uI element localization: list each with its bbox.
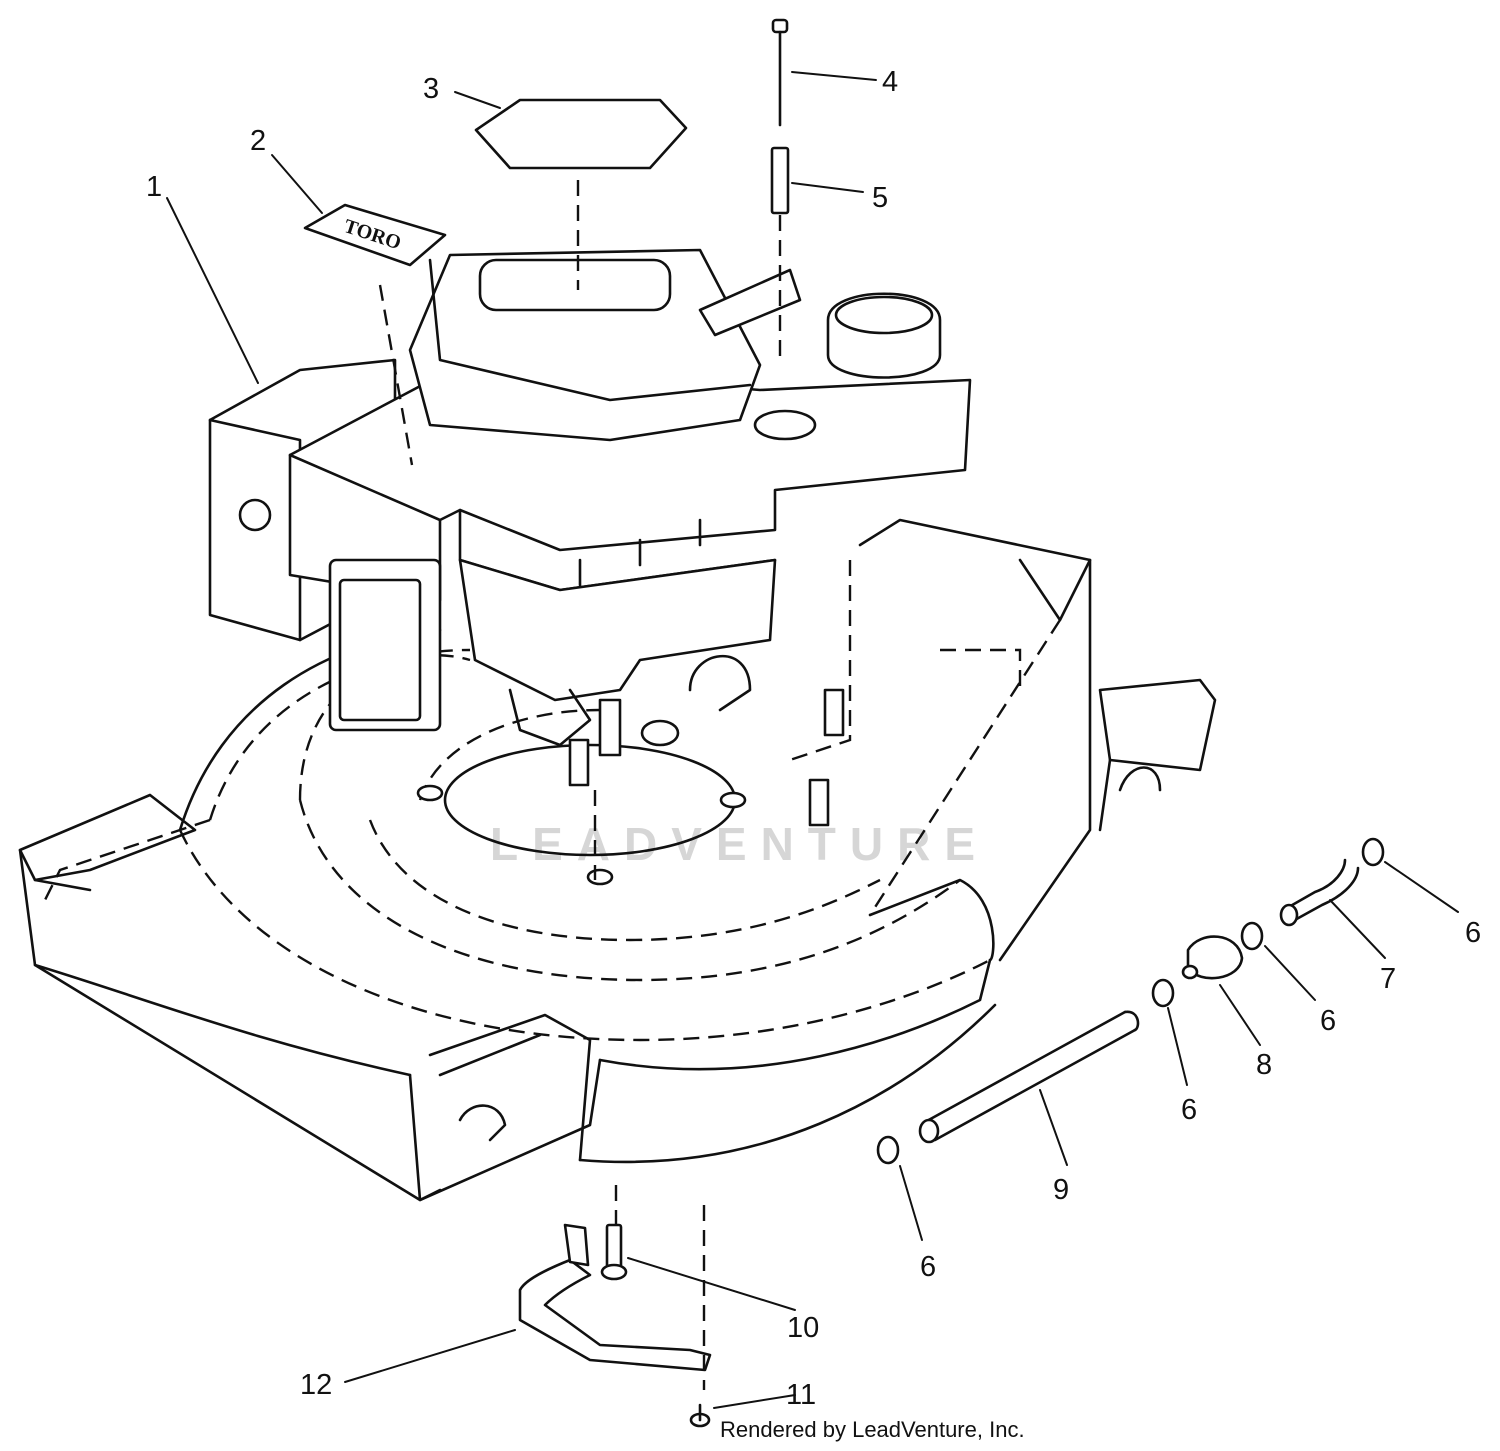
callout-6-c: 6 xyxy=(1181,1094,1197,1126)
credit-text: Rendered by LeadVenture, Inc. xyxy=(720,1417,1025,1442)
callout-3: 3 xyxy=(423,73,439,105)
mower-deck xyxy=(18,518,1217,1202)
callout-5: 5 xyxy=(872,182,888,214)
callout-2: 2 xyxy=(250,125,266,157)
callout-11: 11 xyxy=(786,1379,816,1411)
callout-6-d: 6 xyxy=(920,1251,936,1283)
callout-4: 4 xyxy=(882,66,898,98)
toro-decal: TORO xyxy=(303,203,447,267)
air-filter xyxy=(474,98,688,170)
callout-8: 8 xyxy=(1256,1049,1272,1081)
callout-1: 1 xyxy=(146,171,162,203)
short-hose xyxy=(1285,858,1347,910)
leader-lines xyxy=(166,71,1459,1409)
callout-9: 9 xyxy=(1053,1174,1069,1206)
hose-clamps xyxy=(876,837,1385,1165)
fuel-valve xyxy=(1181,935,1244,980)
engine xyxy=(208,248,972,787)
lower-hardware xyxy=(518,1223,712,1428)
callout-labels: 1 2 3 4 5 6 7 6 8 6 9 6 10 11 12 xyxy=(146,66,1481,1411)
callout-6-b: 6 xyxy=(1320,1005,1336,1037)
assembly-lines xyxy=(378,180,782,1390)
bolt-and-spacer xyxy=(770,18,790,215)
callout-12: 12 xyxy=(300,1369,332,1401)
fuel-line xyxy=(918,1010,1140,1144)
callout-7: 7 xyxy=(1380,963,1396,995)
watermark-text: LEADVENTURE xyxy=(490,818,989,870)
callout-10: 10 xyxy=(787,1312,819,1344)
callout-6-a: 6 xyxy=(1465,917,1481,949)
